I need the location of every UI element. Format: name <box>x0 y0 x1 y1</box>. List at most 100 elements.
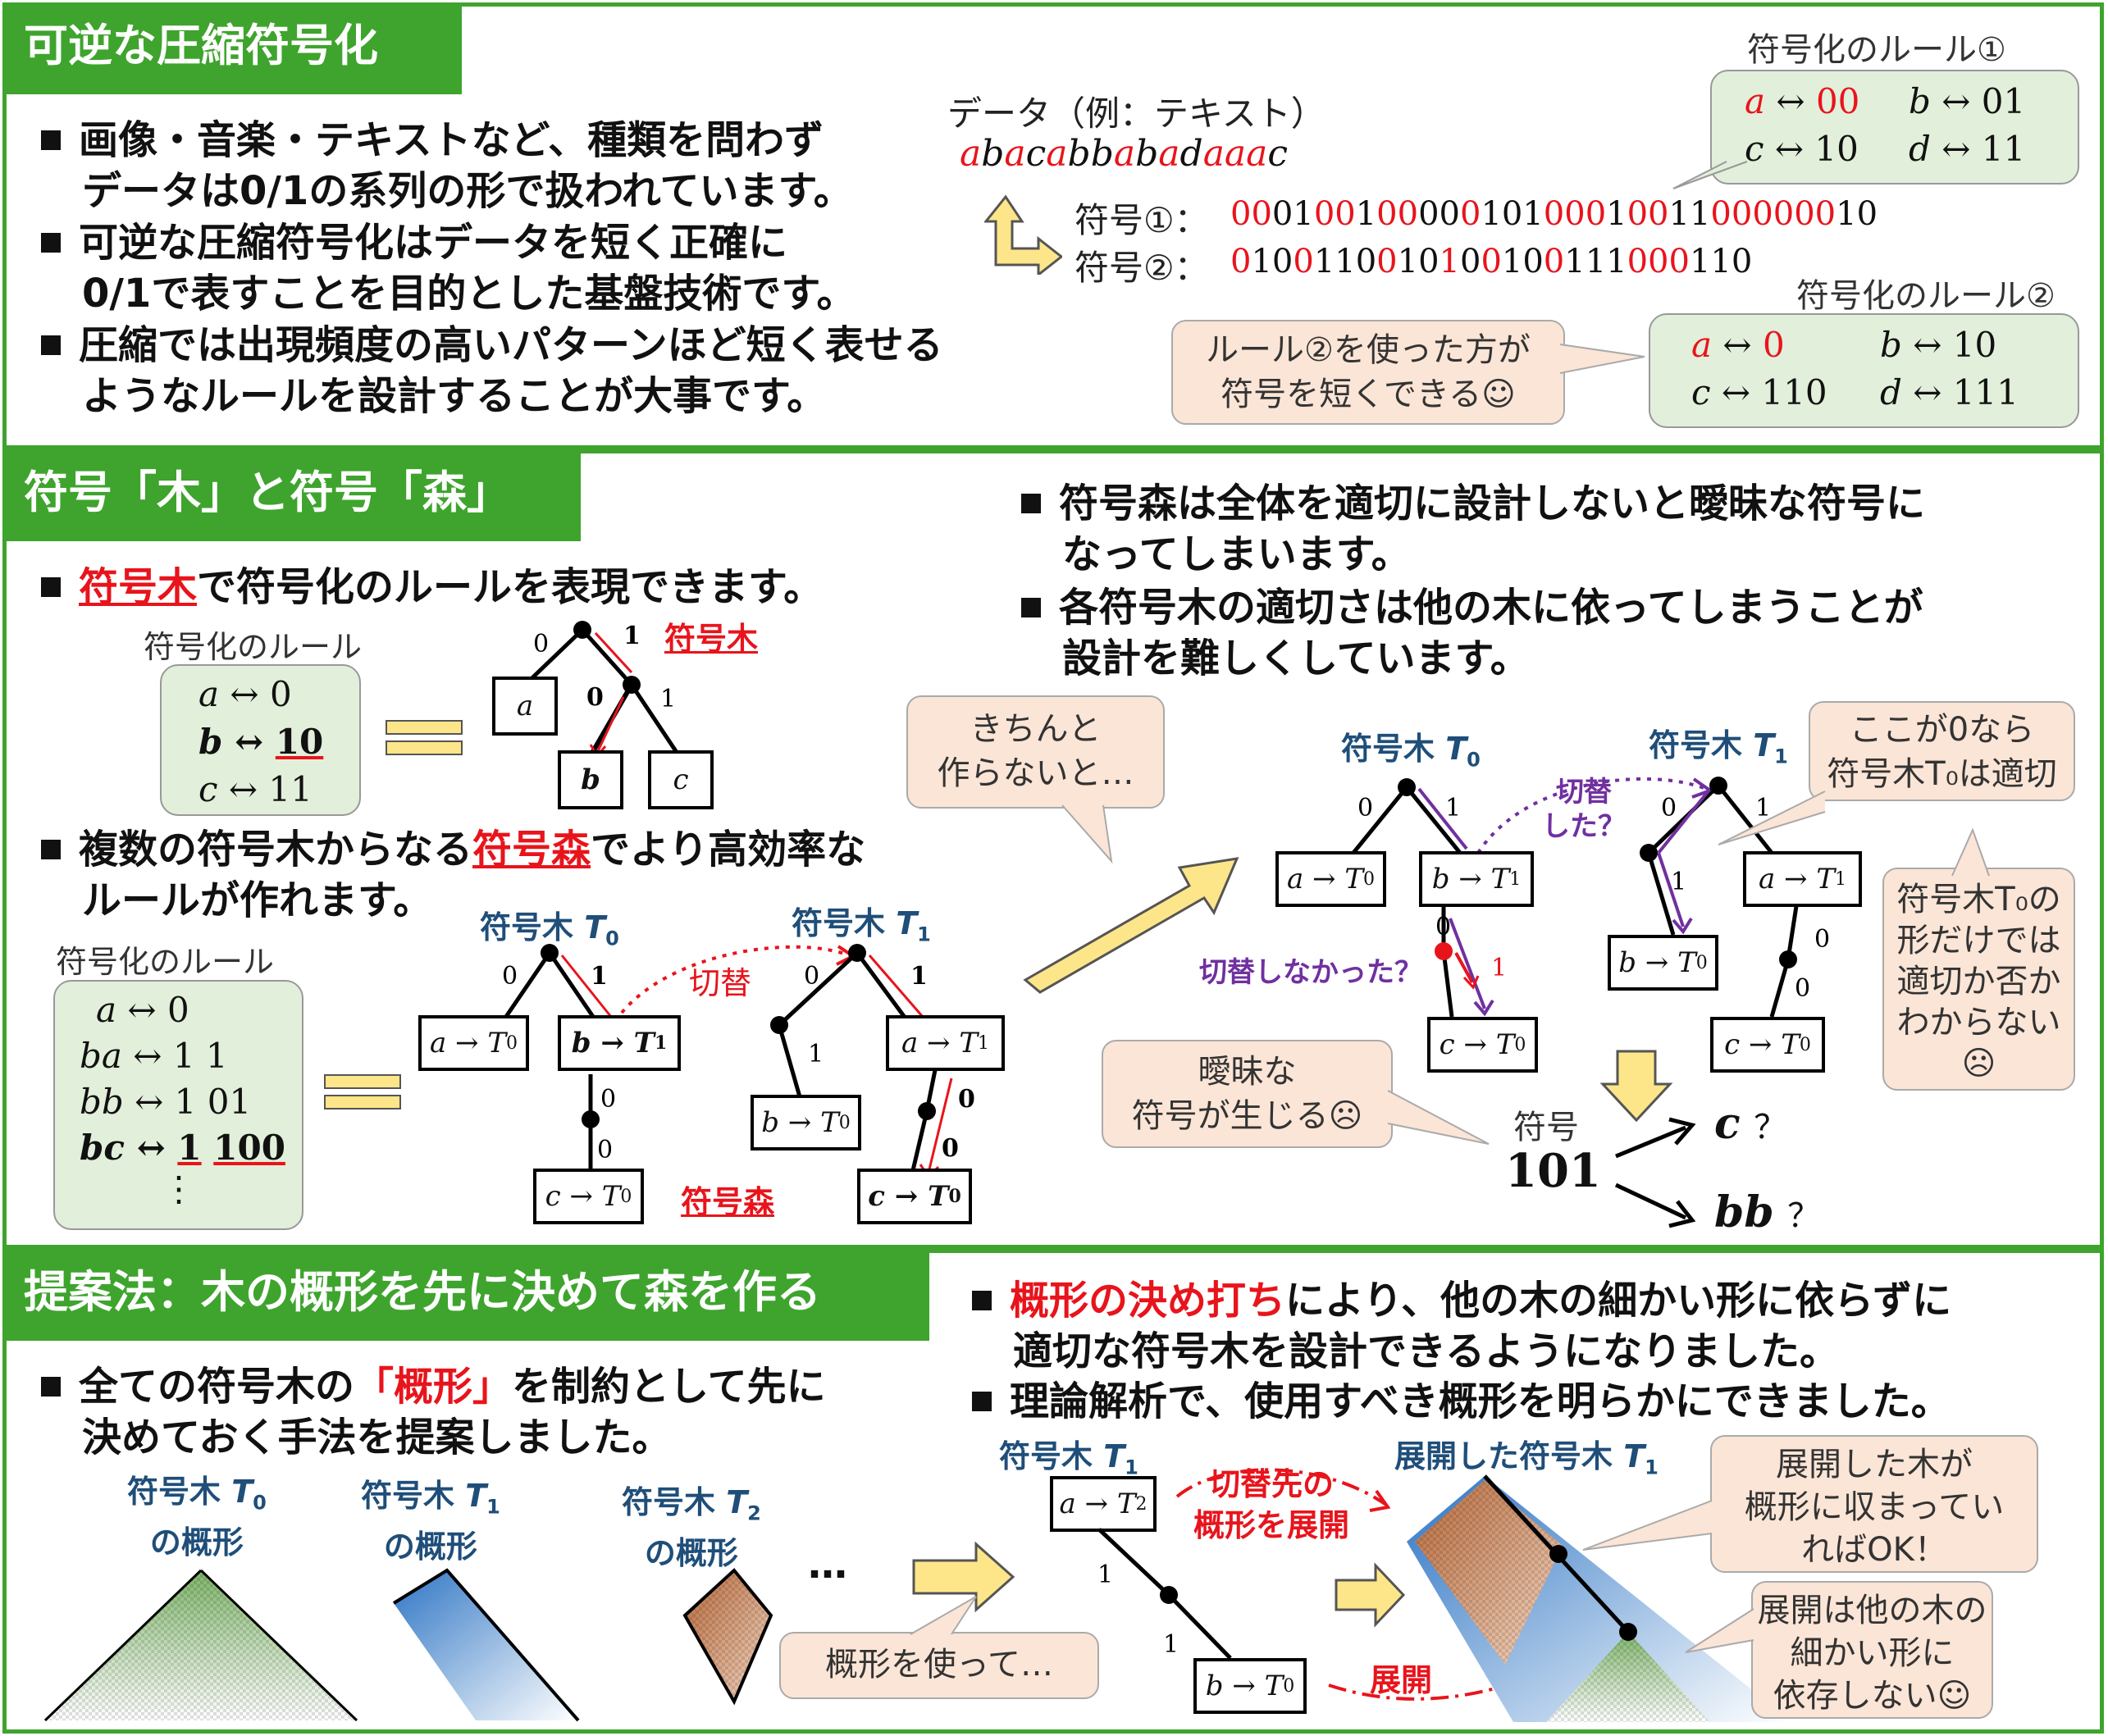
shapes-ellipsis: … <box>808 1542 847 1588</box>
code-tree-label: 符号木 <box>664 621 759 657</box>
right-arrow-icon-3 <box>1335 1562 1406 1628</box>
note-callout-tail <box>1559 344 1645 374</box>
section2-title: 符号「木」と符号「森」 <box>2 449 581 541</box>
svg-text:1: 1 <box>623 622 641 650</box>
section-tree-forest <box>2 449 2104 1249</box>
svg-text:0: 0 <box>586 683 604 712</box>
forest-tree-T1-label: 符号木 T1 <box>792 905 931 946</box>
right-arrow-icon <box>1023 857 1239 994</box>
rule1-box: a ↔ 00 b ↔ 01 c ↔ 10 d ↔ 11 <box>1710 70 2079 185</box>
expand-dest-label: 切替先の 概形を展開 <box>1193 1466 1350 1543</box>
bullet-1: 画像・音楽・テキストなど、種類を問わず データは0/1の系列の形で扱われています… <box>41 115 853 216</box>
svg-text:1: 1 <box>660 685 676 713</box>
bullet-square <box>41 335 61 355</box>
equals-sign-icon <box>386 740 463 755</box>
svg-text:0: 0 <box>1435 913 1451 941</box>
decode-bb: bb ？ <box>1714 1187 1821 1237</box>
down-arrow-icon <box>1599 1050 1673 1123</box>
tree-leaf-c: c <box>648 750 714 809</box>
note-shape-unknown: 符号木T₀の 形だけでは 適切か否か わからない ☹ <box>1882 868 2075 1091</box>
note-fits-ok: 展開した木が 概形に収まってい ればOK！ <box>1710 1435 2038 1573</box>
decode-arrows <box>1614 1117 1696 1228</box>
tree-rule-title: 符号化のルール <box>144 629 363 665</box>
equals-sign-icon <box>386 720 463 735</box>
note-rule2-shorter: ルール②を使った方が 符号を短くできる☺ <box>1171 320 1565 425</box>
svg-text:1: 1 <box>1671 868 1686 896</box>
svg-text:0: 0 <box>804 962 819 991</box>
svg-text:0: 0 <box>942 1134 959 1163</box>
switched-question: 切替 した？ <box>1542 776 1626 843</box>
note-shape-tail <box>1951 828 1990 877</box>
tree-rule-box: a ↔ 0 b ↔ 10 c ↔ 11 <box>160 664 361 816</box>
code1-value: 0001001000001010001001100000010 <box>1230 195 1878 233</box>
svg-text:1: 1 <box>1755 794 1771 822</box>
svg-text:0: 0 <box>1661 794 1677 822</box>
ambiguous-forest-diagram: 0 1 0 1 0 1 1 0 0 <box>1352 777 1830 1018</box>
forest-rule-box: a ↔ 0 ba ↔ 1 1 bb ↔ 1 01 bc ↔ 1 100 ⋮ <box>53 980 303 1230</box>
bullet-square <box>41 130 61 150</box>
ambig-T0-label: 符号木 T0 <box>1341 731 1481 772</box>
code2-value: 0100110010100100111000110 <box>1230 243 1753 280</box>
code-label: 符号 <box>1513 1109 1579 1146</box>
bullet-forest-ambiguous: 符号森は全体を適切に設計しないと曖昧な符号に なってしまいます。 <box>1021 478 1925 580</box>
rule2-box: a ↔ 0 b ↔ 10 c ↔ 110 d ↔ 111 <box>1649 313 2079 428</box>
bullet-fixed-shape: 概形の決め打ちにより、他の木の細かい形に依らずに 適切な符号木を設計できるように… <box>972 1275 1951 1377</box>
bullet-tree-depends: 各符号木の適切さは他の木に依ってしまうことが 設計を難しくしています。 <box>1021 582 1923 684</box>
svg-text:1: 1 <box>1491 954 1507 982</box>
equals-sign-icon <box>324 1074 401 1089</box>
bullet-theory: 理論解析で、使用すべき概形を明らかにできました。 <box>972 1376 1951 1427</box>
rule1-title: 符号化のルール① <box>1747 31 2006 69</box>
bidirectional-arrow-icon <box>984 194 1062 275</box>
note-independent: 展開は他の木の 細かい形に 依存しない☺ <box>1751 1581 1993 1719</box>
tree-shapes <box>43 1568 773 1722</box>
tree-leaf-a: a <box>492 677 558 736</box>
svg-text:0: 0 <box>533 630 549 658</box>
bullet-code-tree: 符号木で符号化のルールを表現できます。 <box>41 562 823 613</box>
svg-text:1: 1 <box>808 1040 824 1068</box>
expanded-tree-diagram <box>1407 1474 1792 1722</box>
svg-text:0: 0 <box>600 1085 616 1114</box>
not-switched-question: 切替しなかった？ <box>1199 956 1422 989</box>
svg-text:0: 0 <box>1795 974 1810 1003</box>
svg-text:0: 0 <box>1814 925 1830 954</box>
switch-label: 切替 <box>689 965 752 1001</box>
data-label: データ（例：テキスト） <box>947 93 1325 134</box>
note-here-tail <box>1718 791 1826 845</box>
equals-sign-icon <box>324 1095 401 1109</box>
note-ok-tail <box>1582 1500 1713 1551</box>
section1-title: 可逆な圧縮符号化 <box>2 2 462 94</box>
expand-label: 展開 <box>1370 1662 1433 1698</box>
expanded-T1-label: 展開した符号木 T1 <box>1394 1438 1659 1479</box>
bullet-proposal: 全ての符号木の「概形」を制約として先に 決めておく手法を提案しました。 <box>41 1361 826 1463</box>
decode-c: c ？ <box>1714 1099 1787 1149</box>
bullet-square <box>41 233 61 253</box>
note-careful: きちんと 作らないと… <box>906 695 1165 809</box>
note-use-tail <box>910 1596 977 1635</box>
proposal-T1-label: 符号木 T1 <box>999 1438 1138 1479</box>
svg-text:1: 1 <box>910 962 928 991</box>
note-ambiguous-tail <box>1387 1090 1490 1145</box>
section3-title: 提案法：木の概形を先に決めて森を作る <box>2 1249 929 1341</box>
note-careful-tail <box>1061 804 1113 864</box>
code-tree-diagram: 0 1 0 1 <box>519 621 683 760</box>
svg-text:1: 1 <box>591 962 608 991</box>
tree-leaf-b: b <box>558 750 623 809</box>
svg-text:0: 0 <box>958 1085 975 1114</box>
note-ambiguous: 曖昧な 符号が生じる☹ <box>1102 1040 1393 1148</box>
svg-text:0: 0 <box>1357 794 1373 822</box>
right-arrow-icon-2 <box>912 1541 1015 1613</box>
